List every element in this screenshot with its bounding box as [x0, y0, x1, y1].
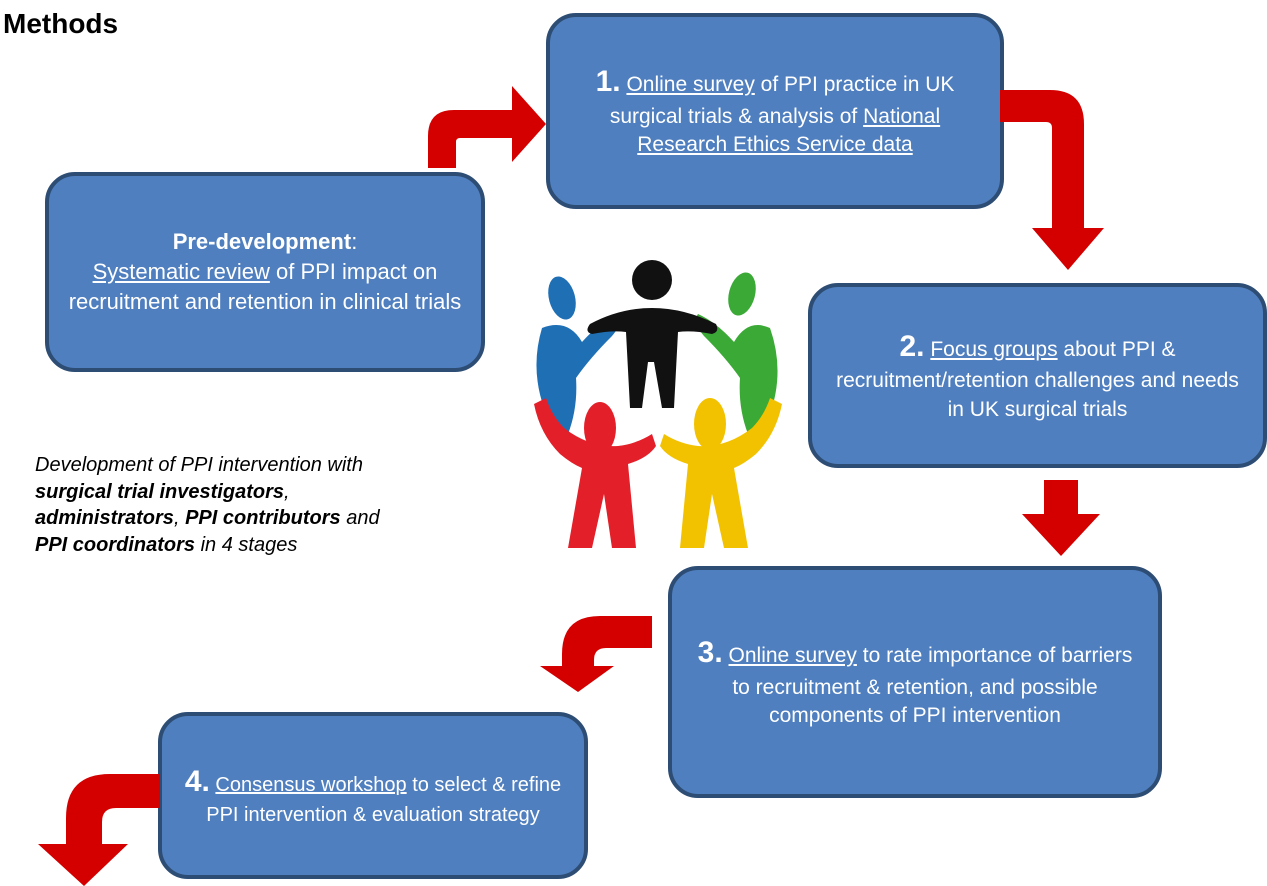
stage-1-box: 1. Online survey of PPI practice in UK s…: [546, 13, 1004, 209]
curved-arrow-icon: [38, 774, 160, 886]
note-investigators: surgical trial investigators: [35, 480, 284, 503]
curved-arrow-icon: [428, 86, 546, 168]
development-note: Development of PPI intervention with sur…: [35, 452, 415, 558]
stage-4-box: 4. Consensus workshop to select & refine…: [158, 712, 588, 879]
page-title: Methods: [3, 8, 119, 39]
stage-1-number: 1.: [595, 65, 621, 99]
stage-4-number: 4.: [184, 764, 210, 798]
curved-arrow-icon: [540, 616, 652, 692]
stage-3-number: 3.: [697, 636, 723, 670]
stage-2-number: 2.: [899, 329, 925, 363]
online-survey-rate-link: Online survey: [728, 644, 857, 668]
note-sep-1: ,: [283, 480, 290, 503]
stage-4-text: to select & refine PPI intervention & ev…: [206, 773, 562, 827]
stage-3-text: to rate importance of barriers to recrui…: [732, 644, 1133, 728]
stage-2-text: about PPI & recruitment/retention challe…: [836, 337, 1239, 421]
stage-1-text: of PPI practice in UK surgical trials & …: [609, 73, 955, 128]
curved-arrow-icon: [1000, 90, 1104, 270]
nres-data-link: National Research Ethics Service data: [637, 104, 941, 157]
pre-development-text: of PPI impact on recruitment and retenti…: [68, 259, 462, 314]
note-administrators: administrators: [35, 507, 174, 530]
people-circle-icon: [534, 260, 782, 548]
systematic-review-link: Systematic review: [92, 259, 270, 285]
focus-groups-link: Focus groups: [930, 337, 1058, 361]
stage-3-box: 3. Online survey to rate importance of b…: [668, 566, 1162, 798]
note-text-3: in 4 stages: [195, 533, 298, 556]
consensus-workshop-link: Consensus workshop: [215, 773, 407, 796]
stage-2-box: 2. Focus groups about PPI & recruitment/…: [808, 283, 1267, 468]
note-coordinators: PPI coordinators: [35, 533, 196, 556]
online-survey-link: Online survey: [626, 73, 755, 97]
note-sep-2: ,: [173, 507, 186, 530]
note-text-1: Development of PPI intervention with: [35, 454, 363, 476]
down-arrow-icon: [1022, 480, 1100, 556]
pre-development-colon: :: [351, 229, 358, 255]
note-contributors: PPI contributors: [185, 507, 341, 530]
pre-development-heading: Pre-development: [172, 229, 352, 255]
pre-development-box: Pre-development: Systematic review of PP…: [45, 172, 485, 372]
note-text-2: and: [340, 507, 380, 530]
